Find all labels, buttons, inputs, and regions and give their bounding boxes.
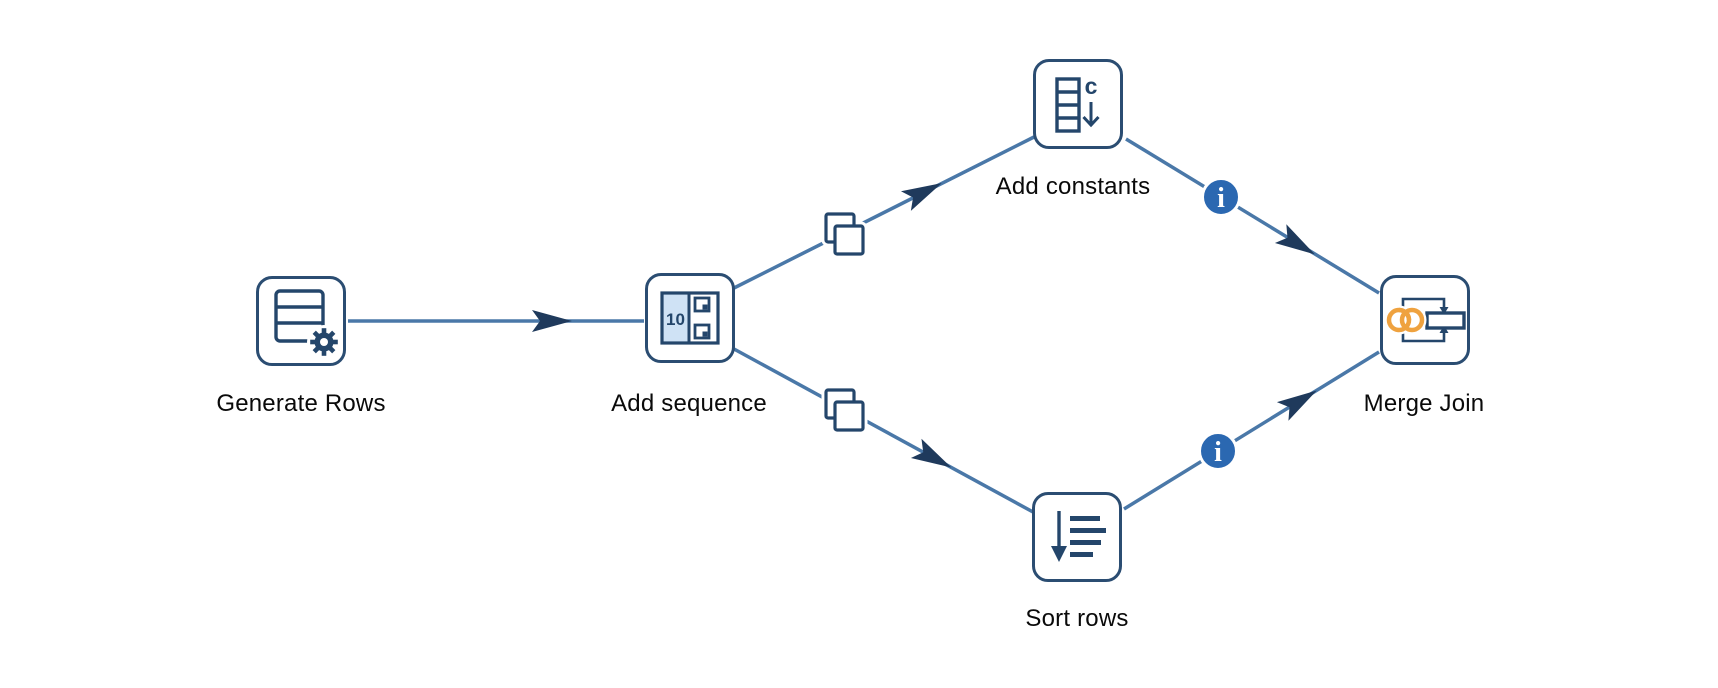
hop-arrow-icon <box>1274 224 1315 255</box>
constant-letter: c <box>1085 73 1098 99</box>
node-merge-join[interactable] <box>1380 275 1470 365</box>
hop-arrow-icon <box>900 183 942 211</box>
copy-rows-badge[interactable] <box>821 209 868 259</box>
node-generate-rows[interactable] <box>256 276 346 366</box>
hop-arrow-icon <box>532 310 572 332</box>
table-rows-gear-icon <box>274 289 341 359</box>
node-add-sequence[interactable]: 10 <box>645 273 735 363</box>
info-icon <box>1201 177 1241 217</box>
info-badge[interactable]: i <box>1198 431 1238 471</box>
down-arrow-icon <box>1082 102 1100 128</box>
hop-sort-rows-to-merge-join[interactable]: i <box>1123 350 1380 511</box>
chain-rings-icon <box>1384 305 1427 335</box>
sequence-number: 10 <box>666 310 685 329</box>
sequence-counter-icon: 10 <box>660 291 720 345</box>
info-icon <box>1198 431 1238 471</box>
gear-icon <box>310 328 338 356</box>
svg-text:i: i <box>1214 437 1222 468</box>
node-sort-rows[interactable] <box>1032 492 1122 582</box>
hop-add-sequence-to-add-constants[interactable] <box>733 135 1035 290</box>
node-add-constants[interactable]: c <box>1033 59 1123 149</box>
hop-arrow-icon <box>1276 390 1317 421</box>
node-label-generate-rows: Generate Rows <box>216 390 386 417</box>
hop-add-sequence-to-sort-rows[interactable] <box>733 347 1034 514</box>
node-label-add-sequence: Add sequence <box>611 390 767 417</box>
column-constant-icon: c <box>1055 73 1100 133</box>
copy-rows-badge[interactable] <box>821 385 868 435</box>
join-chain-icon <box>1384 297 1466 343</box>
hop-arrow-icon <box>910 438 952 468</box>
node-label-sort-rows: Sort rows <box>1025 605 1129 632</box>
hop-add-constants-to-merge-join[interactable]: i <box>1125 137 1380 295</box>
svg-text:i: i <box>1217 183 1225 214</box>
sort-descending-icon <box>1051 511 1106 562</box>
node-label-add-constants: Add constants <box>995 173 1151 200</box>
hop-generate-rows-to-add-sequence[interactable] <box>348 310 644 332</box>
info-badge[interactable]: i <box>1201 177 1241 217</box>
node-label-merge-join: Merge Join <box>1363 390 1485 417</box>
